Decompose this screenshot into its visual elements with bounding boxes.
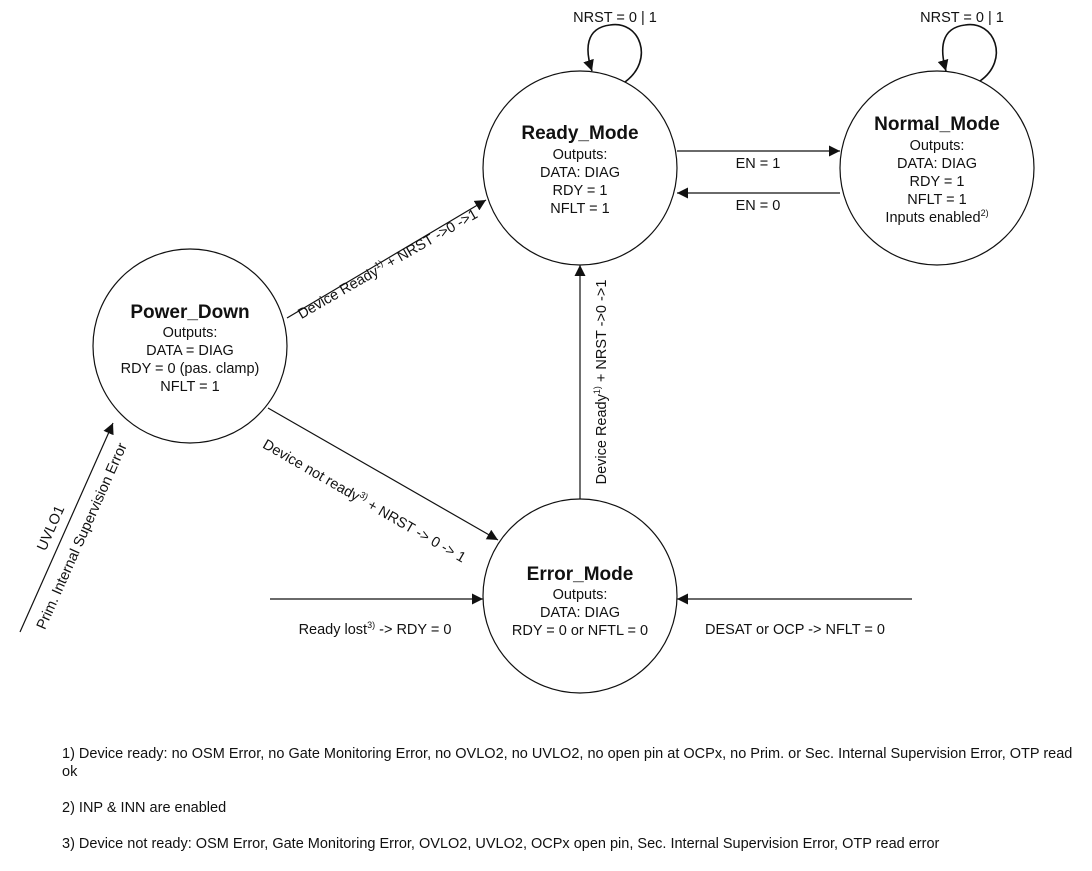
normal-mode-line: RDY = 1 [910, 174, 965, 190]
ready-mode-line: NFLT = 1 [550, 201, 610, 217]
power-down-line: Outputs: [163, 325, 218, 341]
ready-mode-line: DATA: DIAG [540, 165, 620, 181]
desat-label: DESAT or OCP -> NFLT = 0 [705, 622, 885, 638]
uvlo-label: UVLO1 [34, 503, 68, 553]
footnote-2: 2) INP & INN are enabled [62, 800, 227, 816]
ready-mode-line: Outputs: [553, 147, 608, 163]
pd-to-error-label: Device not ready3) + NRST -> 0 -> 1 [260, 435, 469, 566]
normal-mode-title: Normal_Mode [874, 114, 1000, 135]
ready-mode-title: Ready_Mode [521, 123, 638, 144]
ready-self-loop-label: NRST = 0 | 1 [573, 10, 657, 26]
pd-to-ready-label: Device Ready1) + NRST ->0 ->1 [294, 205, 480, 323]
state-diagram: Ready_Mode Outputs: DATA: DIAG RDY = 1 N… [19, 10, 1035, 694]
normal-mode-line: DATA: DIAG [897, 156, 977, 172]
power-down-line: DATA = DIAG [146, 343, 234, 359]
ready-lost-label: Ready lost3) -> RDY = 0 [299, 620, 452, 638]
error-mode-line: Outputs: [553, 587, 608, 603]
pd-to-ready-arrow [286, 199, 487, 319]
normal-mode-inputs: Inputs enabled2) [885, 208, 988, 226]
power-down-line: NFLT = 1 [160, 379, 220, 395]
normal-self-loop-label: NRST = 0 | 1 [920, 10, 1004, 26]
error-to-ready-label: Device Ready1) + NRST ->0 ->1 [592, 280, 610, 485]
power-down-title: Power_Down [130, 302, 249, 323]
power-down-line: RDY = 0 (pas. clamp) [121, 361, 260, 377]
ready-mode-line: RDY = 1 [553, 183, 608, 199]
footnotes: 1) Device ready: no OSM Error, no Gate M… [62, 745, 1087, 871]
power-down-circle [92, 248, 288, 444]
uvlo-arrow [19, 422, 114, 633]
error-mode-line: RDY = 0 or NFTL = 0 [512, 623, 648, 639]
normal-mode-line: Outputs: [910, 138, 965, 154]
normal-self-loop-arrow [937, 23, 998, 82]
footnote-3: 3) Device not ready: OSM Error, Gate Mon… [62, 836, 940, 852]
footnote-1: 1) Device ready: no OSM Error, no Gate M… [62, 746, 1073, 780]
ready-self-loop-arrow [583, 23, 643, 83]
error-mode-title: Error_Mode [527, 564, 634, 585]
en0-label: EN = 0 [736, 198, 781, 214]
error-mode-line: DATA: DIAG [540, 605, 620, 621]
normal-mode-line: NFLT = 1 [907, 192, 967, 208]
normal-mode-circle [839, 70, 1035, 266]
pd-to-error-arrow [267, 407, 499, 541]
en1-label: EN = 1 [736, 156, 781, 172]
